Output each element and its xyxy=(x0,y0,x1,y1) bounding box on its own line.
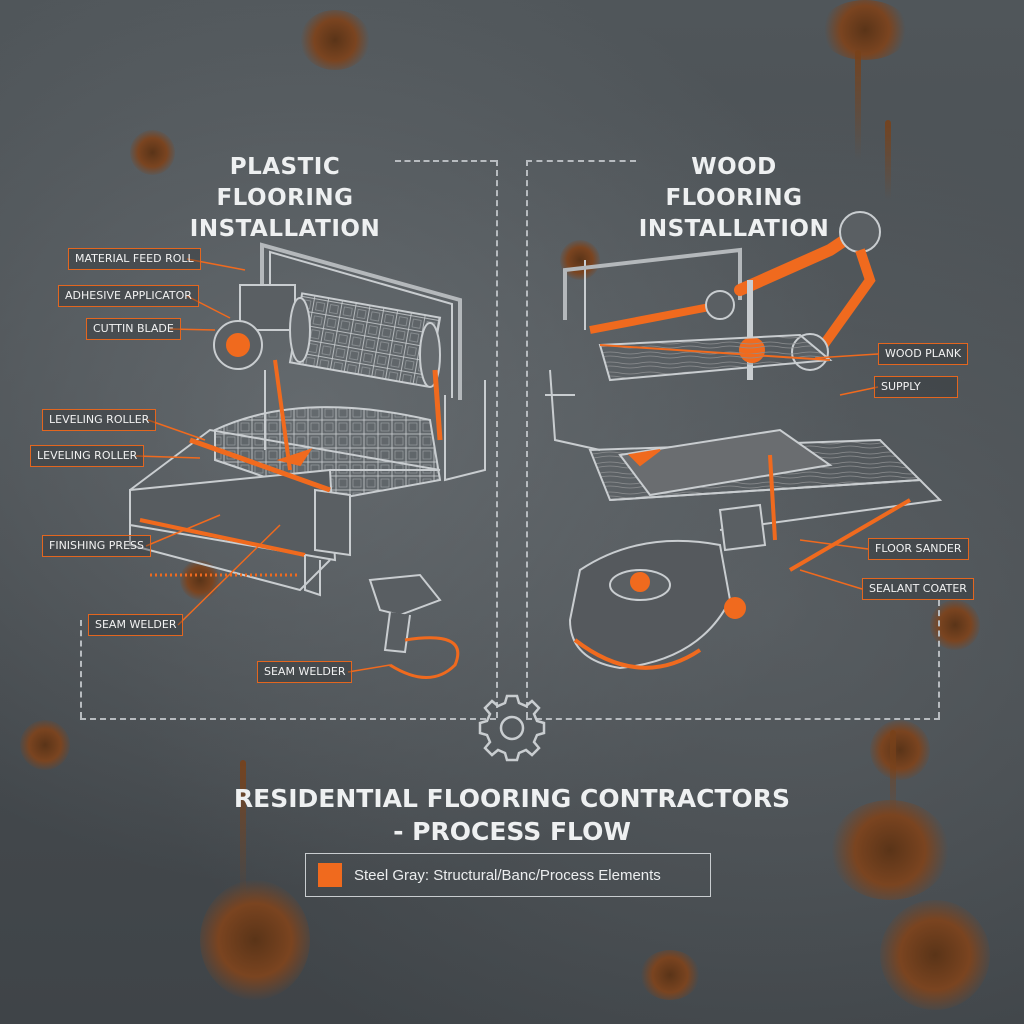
wood-installer-machine xyxy=(545,211,943,670)
wood-panel-right-edge xyxy=(938,600,940,718)
plastic-panel-frame xyxy=(80,160,496,720)
rust-streak xyxy=(885,120,891,200)
wood-panel-bottom-edge xyxy=(526,718,940,720)
label-supply: SUPPLY xyxy=(874,376,958,398)
label-seam-welder: SEAM WELDER xyxy=(257,661,353,683)
label-seam-welder: SEAM WELDER xyxy=(88,614,184,636)
plastic-section-title: PLASTIC FLOORING INSTALLATION xyxy=(189,154,381,242)
rust-streak xyxy=(890,730,896,820)
gear-icon xyxy=(478,694,546,762)
legend-swatch xyxy=(318,863,342,887)
rust-spot xyxy=(870,720,930,780)
rust-spot xyxy=(200,880,310,1000)
panel-divider-right xyxy=(526,160,528,718)
heat-gun-icon xyxy=(368,573,460,679)
panel-divider-left xyxy=(496,160,498,718)
label-finishing-press: FINISHING PRESS xyxy=(42,535,151,557)
plastic-panel-top-edge xyxy=(395,160,496,162)
wood-section-title: WOOD FLOORING INSTALLATION xyxy=(638,154,830,242)
label-sealant-coater: SEALANT COATER xyxy=(862,578,974,600)
diagram-title: RESIDENTIAL FLOORING CONTRACTORS - PROCE… xyxy=(233,784,791,846)
label-cuttin-blade: CUTTIN BLADE xyxy=(86,318,181,340)
rust-spot xyxy=(130,130,175,175)
wood-panel-top-edge xyxy=(526,160,636,162)
leader-lines xyxy=(135,258,879,673)
plastic-panel-left-edge xyxy=(80,620,82,718)
label-wood-plank: WOOD PLANK xyxy=(878,343,969,365)
legend: Steel Gray: Structural/Banc/Process Elem… xyxy=(305,853,711,897)
rust-spot xyxy=(640,950,700,1000)
rust-streak xyxy=(240,760,246,900)
rust-spot xyxy=(820,0,910,60)
plastic-installer-machine xyxy=(129,242,486,597)
legend-text: Steel Gray: Structural/Banc/Process Elem… xyxy=(354,866,661,884)
rust-spot xyxy=(880,900,990,1010)
label-leveling-roller: LEVELING ROLLER xyxy=(42,409,157,431)
rust-spot xyxy=(20,720,70,770)
label-adhesive-applicator: ADHESIVE APPLICATOR xyxy=(58,285,199,307)
rust-streak xyxy=(855,50,861,160)
label-leveling-roller: LEVELING ROLLER xyxy=(30,445,145,467)
rust-spot xyxy=(300,10,370,70)
label-material-feed-roll: MATERIAL FEED ROLL xyxy=(68,248,201,270)
label-floor-sander: FLOOR SANDER xyxy=(868,538,969,560)
